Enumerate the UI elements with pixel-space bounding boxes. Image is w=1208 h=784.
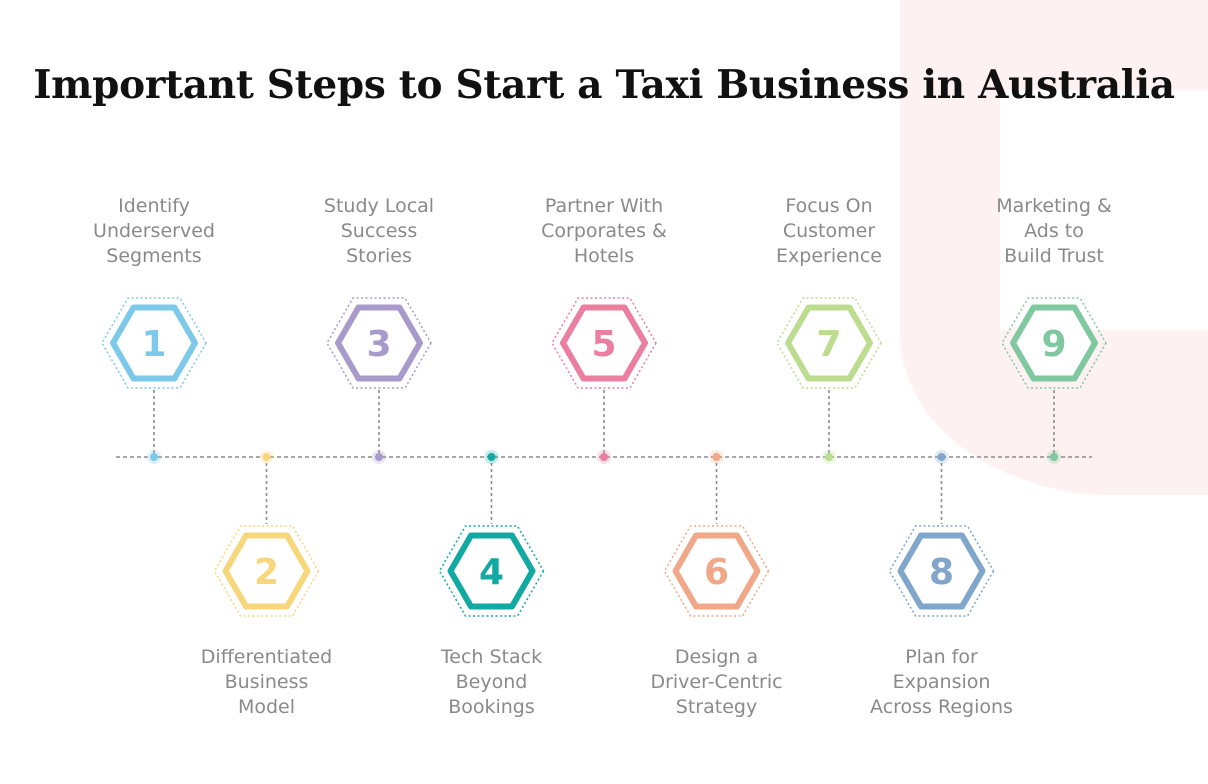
step-dot xyxy=(375,453,383,461)
step-label-6: Design a Driver-Centric Strategy xyxy=(650,646,783,718)
step-dot xyxy=(712,453,721,461)
step-dot xyxy=(1050,453,1058,461)
step-number: 4 xyxy=(479,552,504,593)
step-dot xyxy=(487,453,496,461)
step-3: 3 xyxy=(326,297,432,464)
step-dot xyxy=(600,453,608,461)
page-title: Important Steps to Start a Taxi Business… xyxy=(33,62,1175,108)
step-6: 6 xyxy=(663,450,770,617)
step-number: 3 xyxy=(366,324,391,365)
step-number: 1 xyxy=(141,324,166,365)
step-number: 2 xyxy=(254,552,279,593)
step-label-3: Study Local Success Stories xyxy=(323,195,435,267)
step-dot xyxy=(825,453,833,461)
step-4: 4 xyxy=(438,450,545,617)
step-hexagon xyxy=(110,304,198,382)
step-label-5: Partner With Corporates & Hotels xyxy=(541,195,667,267)
step-label-4: Tech Stack Beyond Bookings xyxy=(440,646,543,718)
step-number: 9 xyxy=(1041,324,1066,365)
step-number: 7 xyxy=(816,324,841,365)
step-hexagon xyxy=(560,304,648,382)
step-hexagon xyxy=(897,532,986,610)
step-dot xyxy=(937,453,946,461)
step-number: 6 xyxy=(704,552,729,593)
step-label-8: Plan for Expansion Across Regions xyxy=(870,646,1013,718)
step-8: 8 xyxy=(888,450,995,617)
step-label-1: Identify Underserved Segments xyxy=(93,195,215,267)
step-dot xyxy=(150,453,158,461)
step-2: 2 xyxy=(213,450,320,617)
step-label-9: Marketing & Ads to Build Trust xyxy=(996,195,1112,267)
step-number: 8 xyxy=(929,552,954,593)
step-7: 7 xyxy=(776,297,882,464)
step-hexagon xyxy=(1010,304,1098,382)
step-label-7: Focus On Customer Experience xyxy=(776,195,882,267)
step-hexagon xyxy=(447,532,536,610)
step-dot xyxy=(262,453,271,461)
step-1: 1 xyxy=(101,297,207,464)
step-5: 5 xyxy=(551,297,657,464)
step-hexagon xyxy=(672,532,761,610)
step-hexagon xyxy=(222,532,311,610)
step-hexagon xyxy=(335,304,423,382)
step-label-2: Differentiated Business Model xyxy=(200,646,333,718)
step-9: 9 xyxy=(1001,297,1107,464)
step-number: 5 xyxy=(591,324,616,365)
step-hexagon xyxy=(785,304,873,382)
